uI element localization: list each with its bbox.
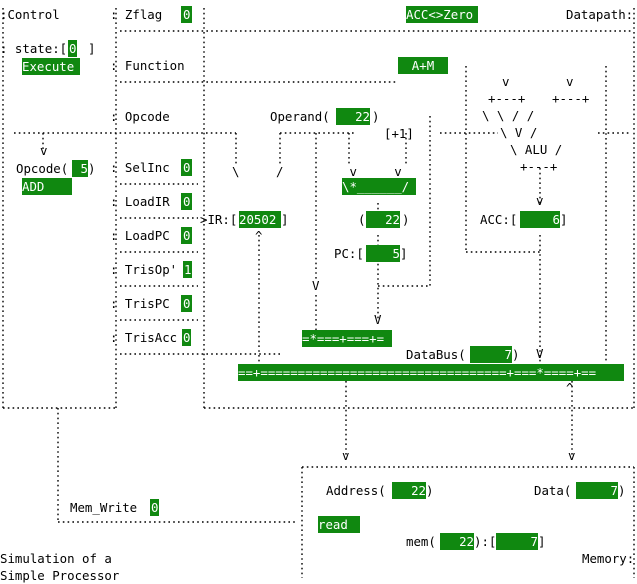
pc-mux: \*______/ — [342, 178, 416, 195]
svg-text:V: V — [312, 278, 320, 293]
operand-label: Operand( — [270, 109, 330, 124]
opcode-signal-label: : Opcode — [110, 109, 170, 124]
zflag-value: 0 — [181, 6, 193, 23]
svg-text:/: / — [276, 164, 283, 179]
svg-text:V: V — [374, 312, 382, 327]
data-close: ) — [618, 483, 626, 498]
pc-label: PC:[ — [334, 246, 364, 261]
svg-text:+---+: +---+ — [520, 159, 557, 174]
selinc-label: : SelInc — [110, 160, 170, 175]
acc-value: 6 — [520, 211, 560, 228]
svg-text:v: v — [536, 193, 543, 208]
data-label: Data( — [534, 483, 572, 498]
svg-text:v: v — [40, 143, 47, 158]
loadir-value: 0 — [181, 193, 193, 210]
acc-label: ACC:[ — [480, 212, 518, 227]
svg-text:v: v — [568, 448, 575, 463]
mem-label: mem( — [406, 534, 436, 549]
trispc-label: : TrisPC — [110, 296, 170, 311]
trisop-label: : TrisOp' — [110, 262, 178, 277]
alu-function-badge: A+M — [398, 57, 448, 74]
mux-out-value: 22 — [366, 211, 400, 228]
databus-label: DataBus( — [406, 347, 466, 362]
trisop-value: 1 — [183, 261, 193, 278]
ir-label: >IR:[ — [200, 212, 238, 227]
memory-mode-badge: read — [318, 516, 360, 533]
trisacc-label: : TrisAcc — [110, 330, 178, 345]
databus-close: ) — [512, 347, 520, 362]
pc-close: ] — [400, 246, 408, 261]
caption-line-1: Simulation of a — [0, 551, 112, 566]
opcode-decoded-label: Opcode( — [16, 161, 69, 176]
svg-text:v: v — [502, 74, 509, 89]
mem-address-value: 22 — [440, 533, 474, 550]
svg-text:+---+: +---+ — [488, 91, 525, 106]
trispc-value: 0 — [181, 295, 193, 312]
databus-line: ==+=================================+===… — [238, 364, 624, 381]
state-name-badge: Execute — [22, 58, 80, 75]
data-value: 7 — [576, 482, 618, 499]
opcode-decoded-close: ) — [88, 161, 96, 176]
svg-text:v: v — [342, 448, 349, 463]
svg-text:\ \ / /: \ \ / / — [482, 108, 534, 123]
loadir-label: : LoadIR — [110, 194, 170, 209]
loadpc-label: : LoadPC — [110, 228, 170, 243]
trisacc-value: 0 — [182, 329, 192, 346]
mem-close: ] — [538, 534, 546, 549]
acc-zero-badge: ACC<>Zero — [406, 6, 478, 23]
svg-text:+---+: +---+ — [552, 91, 589, 106]
mem-write-label: Mem_Write — [70, 500, 138, 515]
mux-out-open: ( — [358, 212, 366, 227]
memory-title: Memory: — [582, 551, 635, 566]
state-close: ] — [88, 41, 96, 56]
svg-text:^: ^ — [255, 228, 263, 243]
mem-cell-value: 7 — [496, 533, 538, 550]
acc-close: ] — [560, 212, 568, 227]
function-label: : Function — [110, 58, 185, 73]
opcode-name-badge: ADD — [22, 178, 72, 195]
address-close: ) — [426, 483, 434, 498]
state-value: 0 — [68, 40, 78, 57]
mem-write-value: 0 — [150, 499, 160, 516]
svg-text:\: \ — [232, 164, 239, 179]
svg-text:V: V — [536, 346, 544, 361]
svg-text:\ ALU /: \ ALU / — [510, 142, 562, 157]
pc-value: 5 — [366, 245, 400, 262]
loadpc-value: 0 — [181, 227, 193, 244]
mem-mid: ):[ — [474, 534, 497, 549]
mux-out-close: ) — [402, 212, 410, 227]
svg-text:\ V /: \ V / — [500, 125, 537, 140]
address-value: 22 — [392, 482, 426, 499]
control-title: :Control — [0, 7, 60, 22]
svg-text:^: ^ — [566, 380, 574, 395]
databus-value: 7 — [470, 346, 512, 363]
ir-value: 20502 — [239, 211, 281, 228]
operand-value: 22 — [336, 108, 370, 125]
state-label: : state:[ — [0, 41, 68, 56]
ir-close: ] — [281, 212, 289, 227]
svg-text:v: v — [566, 74, 573, 89]
selinc-value: 0 — [181, 159, 193, 176]
opcode-decoded-value: 5 — [72, 160, 88, 177]
operand-close: ) — [372, 109, 380, 124]
zflag-label: : Zflag — [110, 7, 163, 22]
operand-tristate-bus: =*===+===+= — [302, 330, 392, 347]
svg-text:_v_____v_: _v_____v_ — [342, 164, 410, 179]
datapath-title: Datapath: — [566, 7, 634, 22]
caption-line-2: Simple Processor — [0, 568, 120, 583]
incrementer-label: [+1] — [384, 126, 414, 141]
address-label: Address( — [326, 483, 386, 498]
